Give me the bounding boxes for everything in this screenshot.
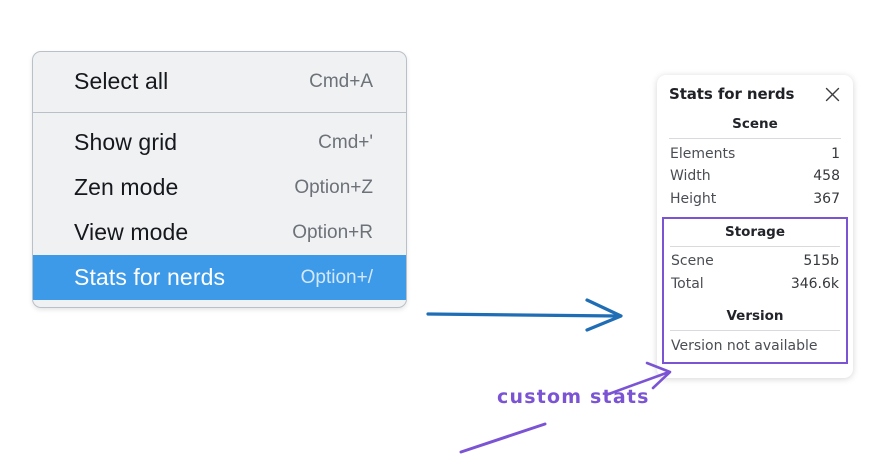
menu-divider xyxy=(33,112,406,113)
menu-item-label: Zen mode xyxy=(74,174,179,200)
menu-item-shortcut: Cmd+A xyxy=(309,70,373,92)
menu-item-label: Show grid xyxy=(74,129,178,155)
section-divider xyxy=(669,138,841,139)
flow-arrow-icon xyxy=(426,298,623,332)
menu-item-label: Select all xyxy=(74,68,169,94)
stats-section-scene: Scene Elements 1 Width 458 Height 367 xyxy=(669,115,841,211)
menu-item-show-grid[interactable]: Show grid Cmd+' xyxy=(33,120,406,165)
stats-row-value: 515b xyxy=(803,253,839,269)
version-note: Version not available xyxy=(671,337,818,354)
menu-item-stats-for-nerds[interactable]: Stats for nerds Option+/ xyxy=(33,255,406,300)
stats-panel-header: Stats for nerds xyxy=(669,85,841,103)
menu-item-shortcut: Option+R xyxy=(292,221,373,243)
stats-row-label: Width xyxy=(670,168,711,184)
stats-row-height: Height 367 xyxy=(669,188,841,211)
stats-row-value: 458 xyxy=(813,168,840,184)
section-heading: Version xyxy=(726,307,784,324)
section-divider xyxy=(670,329,840,331)
callout-label: custom stats xyxy=(497,386,650,408)
section-heading: Storage xyxy=(724,223,786,240)
stats-section-version: Version Version not available xyxy=(670,305,840,357)
stats-row-storage-total: Total 346.6k xyxy=(670,273,840,296)
stats-row-value: 1 xyxy=(831,145,840,162)
menu-item-shortcut: Option+/ xyxy=(300,266,373,288)
stats-row-storage-scene: Scene 515b xyxy=(670,251,840,274)
stats-row-elements: Elements 1 xyxy=(669,143,841,166)
stats-for-nerds-panel: Stats for nerds Scene Elements 1 Width 4… xyxy=(657,75,853,378)
stats-section-storage: Storage Scene 515b Total 346.6k xyxy=(670,221,840,296)
stats-panel-title: Stats for nerds xyxy=(669,85,795,103)
stats-row-width: Width 458 xyxy=(669,166,841,189)
stats-row-label: Elements xyxy=(670,145,736,162)
section-divider xyxy=(670,245,840,247)
menu-item-select-all[interactable]: Select all Cmd+A xyxy=(33,59,406,104)
menu-item-shortcut: Cmd+' xyxy=(318,131,373,153)
menu-item-shortcut: Option+Z xyxy=(294,176,373,198)
close-icon[interactable] xyxy=(824,86,841,103)
section-heading: Scene xyxy=(732,116,778,132)
section-spacer xyxy=(670,296,840,305)
menu-group-view: Show grid Cmd+' Zen mode Option+Z View m… xyxy=(33,113,406,307)
menu-item-zen-mode[interactable]: Zen mode Option+Z xyxy=(33,165,406,210)
stats-row-value: 367 xyxy=(813,190,840,207)
stats-row-label: Scene xyxy=(671,253,714,269)
stats-row-label: Height xyxy=(670,190,717,207)
menu-item-view-mode[interactable]: View mode Option+R xyxy=(33,210,406,255)
menu-group-primary: Select all Cmd+A xyxy=(33,52,406,112)
menu-item-label: Stats for nerds xyxy=(74,264,226,290)
context-menu[interactable]: Select all Cmd+A Show grid Cmd+' Zen mod… xyxy=(32,51,407,308)
callout-underline-stroke xyxy=(459,422,547,454)
custom-stats-highlight-box: Storage Scene 515b Total 346.6k Version … xyxy=(662,216,848,364)
stats-row-value: 346.6k xyxy=(790,275,839,292)
stats-row-label: Total xyxy=(671,275,704,292)
menu-item-label: View mode xyxy=(74,219,189,245)
